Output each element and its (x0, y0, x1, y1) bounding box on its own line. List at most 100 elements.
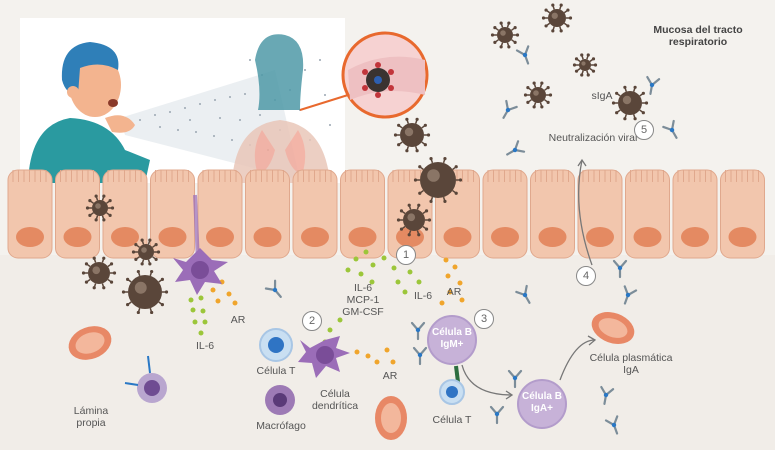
cytokine-dot (190, 307, 196, 313)
antibody (612, 259, 628, 279)
antibody (515, 284, 531, 304)
cytokine-dot (445, 273, 451, 279)
t-cell-left (259, 328, 293, 362)
il6-label-right: IL-6 (413, 290, 433, 302)
virus (490, 21, 520, 49)
virus (611, 85, 649, 121)
epithelial-cell (577, 169, 623, 259)
b-cell-igm (427, 315, 477, 405)
step-4: 4 (576, 266, 596, 286)
cytokine-dot (192, 319, 198, 325)
virus (541, 3, 573, 33)
cytokine-dot (439, 300, 445, 306)
antibody (662, 119, 678, 139)
virus (131, 238, 161, 266)
virus (572, 53, 598, 77)
cytokine-dot (369, 279, 375, 285)
cytokine-dot (390, 359, 396, 365)
virus (85, 194, 115, 222)
lamina-propria-label: Lámina propia (73, 405, 109, 429)
flow-arrows (461, 158, 597, 400)
cytokine-dot (198, 330, 204, 336)
antibody (412, 346, 428, 366)
cytokine-dots (188, 249, 465, 365)
antibody (489, 405, 505, 425)
cytokine-dot (358, 271, 364, 277)
antibodies (264, 45, 678, 435)
dendritic-cell-epithelium (173, 194, 228, 295)
epithelial-cell (482, 169, 528, 259)
antibody (600, 385, 615, 405)
virus (393, 117, 431, 153)
cytokine-dot (232, 300, 238, 306)
cytokine-dot (345, 267, 351, 273)
cytokine-dot (215, 298, 221, 304)
mucosa-title: Mucosa del tracto respiratorio (653, 24, 743, 48)
antibody (264, 279, 282, 298)
virus (523, 81, 553, 109)
cytokine-dot (337, 317, 343, 323)
cytokine-dot (210, 287, 216, 293)
cytokine-dot (374, 359, 380, 365)
il6-label-left: IL-6 (195, 340, 215, 352)
antibody (507, 369, 523, 389)
epithelial-cell (102, 169, 148, 259)
cytokine-dot (354, 349, 360, 355)
epithelial-cell (7, 169, 53, 259)
macrophage (265, 385, 295, 415)
t-cell-right-label: Célula T (432, 414, 472, 426)
cytokine-dot (384, 347, 390, 353)
cytokine-dot (370, 262, 376, 268)
cytokine-dot (188, 297, 194, 303)
cytokine-dot (391, 265, 397, 271)
cytokine-dot (447, 289, 453, 295)
antibody (646, 75, 661, 95)
cytokine-dot (198, 295, 204, 301)
epithelial-cell (150, 169, 195, 259)
cytokine-dot (457, 280, 463, 286)
cytokine-dot (226, 291, 232, 297)
epithelial-cell (245, 169, 290, 259)
antibody (623, 285, 638, 305)
ar-label-left: AR (230, 314, 246, 326)
antibody (506, 140, 526, 156)
epithelial-cell (625, 169, 670, 259)
cytokine-dot (407, 269, 413, 275)
epithelial-cell (292, 169, 338, 259)
macrophage-label: Macrófago (256, 420, 306, 432)
man-figure (28, 42, 150, 183)
cytokine-dot (363, 249, 369, 255)
sneezing-scene (20, 18, 345, 183)
cytokine-dot (202, 319, 208, 325)
antibody (604, 415, 619, 435)
step-2: 2 (302, 311, 322, 331)
epithelial-cell (340, 169, 385, 259)
cytokine-dot (443, 257, 449, 263)
epithelial-cell (720, 169, 765, 259)
b-cell-igm-label: Célula B IgM+ (431, 327, 472, 350)
step-3: 3 (474, 309, 494, 329)
lamina-propria-cell (124, 355, 167, 403)
epithelial-layer (7, 169, 765, 259)
step-5: 5 (634, 120, 654, 140)
virus (81, 256, 117, 290)
dendritic-cell (298, 336, 350, 378)
ar-label-center: AR (446, 286, 462, 298)
b-cell-iga-label: Célula B IgA+ (521, 391, 562, 414)
mitochondria (68, 312, 635, 440)
virus (413, 157, 463, 203)
dendritic-label: Célula dendrítica (311, 388, 359, 412)
virus-particles (81, 3, 649, 315)
virus (396, 203, 432, 237)
cytokine-dot (459, 297, 465, 303)
ar-label-lower: AR (382, 370, 398, 382)
antibody (502, 99, 518, 119)
cytokine-dot (416, 279, 422, 285)
cytokine-dot (452, 264, 458, 270)
magnified-virus-inset (299, 31, 429, 119)
woman-figure (232, 34, 330, 183)
virus (121, 269, 169, 315)
b-cell-iga (517, 379, 567, 429)
neutralization-label: Neutralización viral (548, 132, 638, 144)
epithelial-cell (197, 169, 243, 259)
